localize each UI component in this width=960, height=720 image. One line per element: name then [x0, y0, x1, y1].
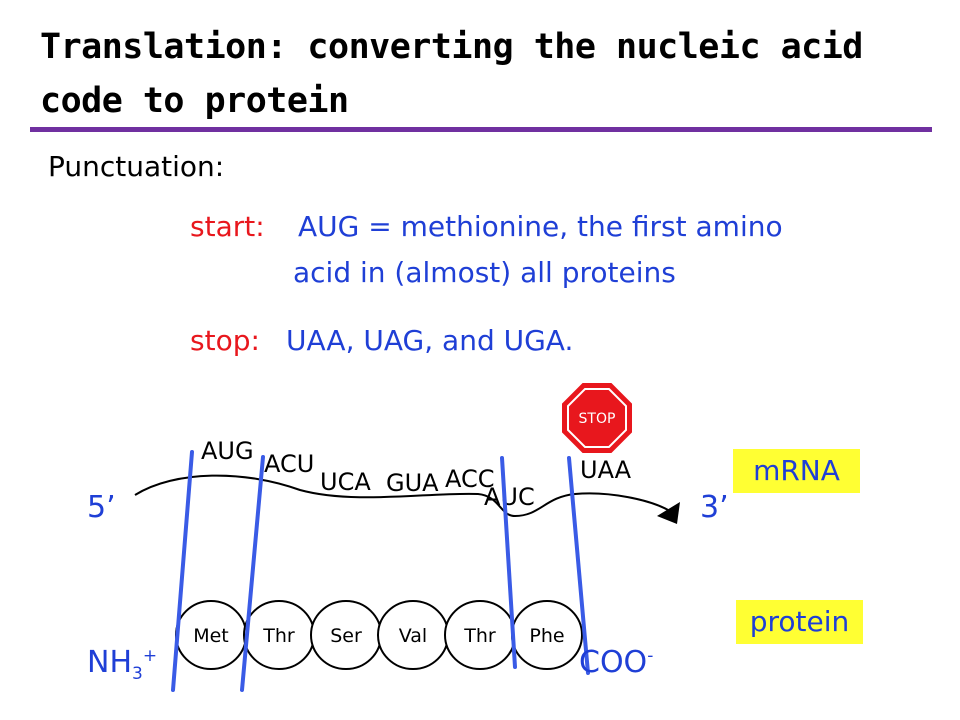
codon-1: AUG [201, 437, 254, 465]
title-divider [30, 127, 932, 132]
codon-boundary-lines [171, 450, 590, 692]
stop-text: UAA, UAG, and UGA. [286, 324, 574, 357]
amino-acid-3: Ser [330, 625, 362, 647]
amino-acid-4: Val [399, 625, 427, 647]
start-text-line2: acid in (almost) all proteins [293, 256, 676, 289]
codon-7: UAA [580, 456, 632, 484]
codon-boundary-line [171, 450, 194, 692]
page-title: Translation: converting the nucleic acid… [40, 27, 863, 121]
codon-4: GUA [386, 469, 439, 497]
codon-2: ACU [264, 450, 314, 478]
codon-3: UCA [320, 468, 371, 496]
amino-acid-5: Thr [463, 625, 496, 647]
stop-sign-icon: STOP [562, 383, 632, 453]
stop-sign-text: STOP [579, 411, 616, 427]
start-text-line1: AUG = methionine, the first amino [298, 210, 783, 243]
codon-letters: AUG ACU UCA GUA ACC AUC UAA [201, 437, 632, 511]
codon-boundary-line [500, 456, 517, 669]
five-prime-label: 5’ [87, 490, 116, 525]
codon-6: AUC [484, 483, 535, 511]
codon-boundary-line [567, 456, 590, 675]
amino-acid-6: Phe [529, 625, 564, 647]
stop-label: stop: [190, 324, 260, 357]
amino-acid-1: Met [193, 625, 229, 647]
c-terminus-label: COO- [579, 645, 654, 680]
mrna-strand [134, 474, 669, 518]
start-label: start: [190, 210, 265, 243]
punctuation-label: Punctuation: [48, 150, 225, 183]
mrna-label: mRNA [733, 449, 860, 493]
protein-label: protein [736, 600, 863, 644]
codon-5: ACC [445, 465, 495, 493]
amino-acid-chain: Met Thr Ser Val Thr Phe [175, 600, 583, 670]
n-terminus-label: NH3+ [87, 645, 158, 684]
codon-boundary-line [240, 455, 265, 692]
mrna-arrowhead [657, 502, 680, 524]
three-prime-label: 3’ [700, 490, 729, 525]
amino-acid-2: Thr [262, 625, 295, 647]
